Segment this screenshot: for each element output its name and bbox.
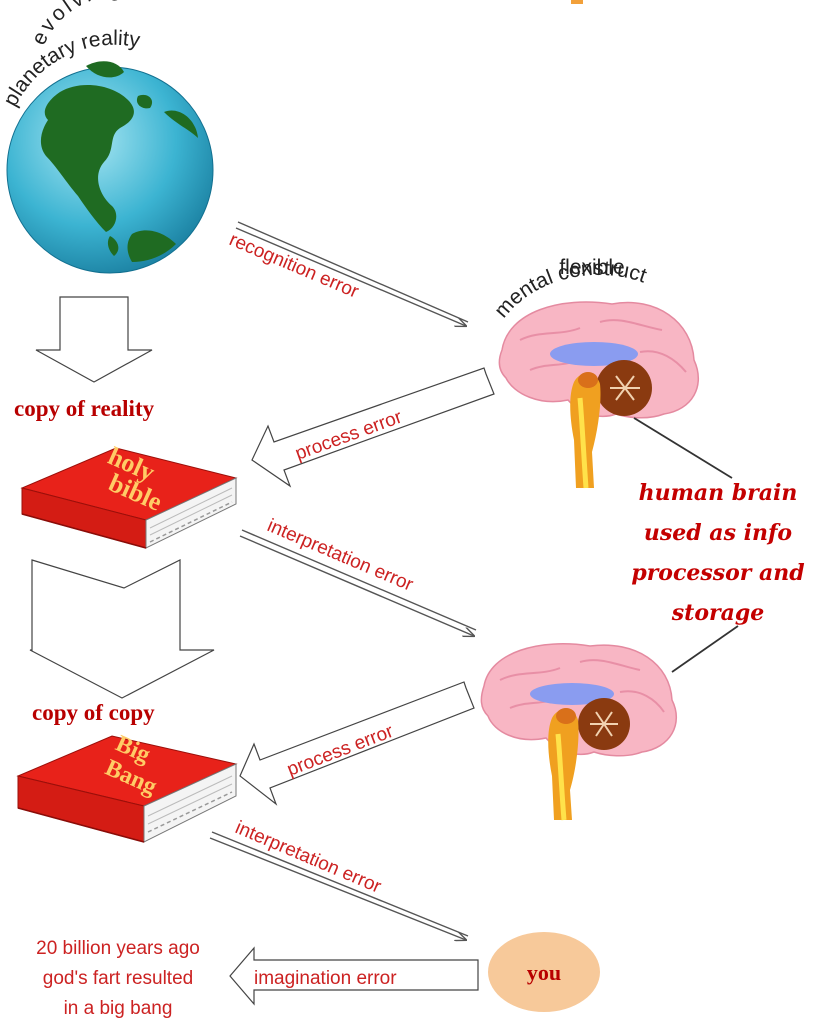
result-line-2: god's fart resulted <box>43 968 193 989</box>
imagination-arrow <box>229 946 479 1006</box>
brain-note-line-4: storage <box>671 600 764 626</box>
result-line-3: in a big bang <box>64 998 173 1019</box>
top-mark <box>571 0 583 4</box>
result-line-1: 20 billion years ago <box>36 938 200 959</box>
brain-caption-top: flexible <box>559 256 624 279</box>
earth-globe <box>6 61 214 274</box>
down-arrow-2 <box>29 559 215 699</box>
interpretation-arrow-2 <box>209 831 468 940</box>
recognition-arrow <box>235 221 468 326</box>
holy-bible-book <box>20 447 238 549</box>
interpretation-arrow-1 <box>239 529 476 636</box>
note-connector-1 <box>633 417 733 479</box>
brain-illustration-1 <box>498 301 699 489</box>
process-arrow-2 <box>239 681 475 806</box>
process-arrow-1 <box>251 367 495 488</box>
interpretation-error-label-2: interpretation error <box>232 817 385 898</box>
you-label: you <box>527 960 561 985</box>
copy-of-reality-label: copy of reality <box>14 396 155 421</box>
big-bang-book <box>16 735 238 843</box>
note-connector-2 <box>671 625 739 673</box>
copy-of-copy-label: copy of copy <box>32 700 155 725</box>
brain-note-line-3: processor and <box>631 560 804 586</box>
recognition-error-label: recognition error <box>226 229 362 303</box>
brain-note-line-1: human brain <box>639 480 798 506</box>
down-arrow-1 <box>35 296 153 383</box>
brain-note-line-2: used as info <box>644 520 792 546</box>
brain-illustration-2 <box>480 643 677 821</box>
you-circle <box>488 932 600 1012</box>
imagination-error-label: imagination error <box>254 968 397 989</box>
